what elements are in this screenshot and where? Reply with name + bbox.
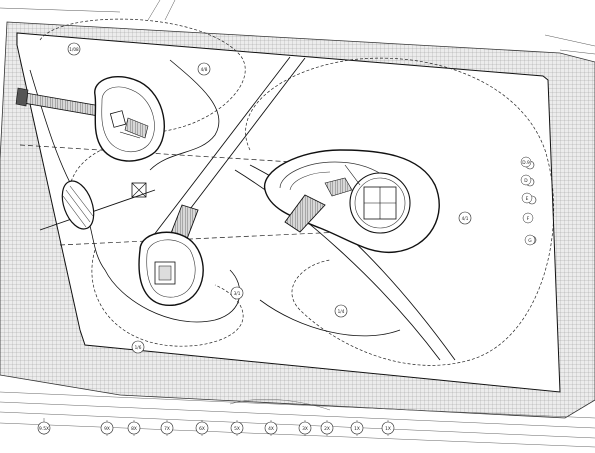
tag-lower-right: 1/4 <box>334 304 348 318</box>
grid-marker: 7X <box>160 420 174 436</box>
lawn-outline <box>29 59 401 337</box>
svg-text:9X: 9X <box>104 426 110 432</box>
svg-text:5X: 5X <box>234 426 240 432</box>
grid-marker: 5X <box>230 420 244 436</box>
grid-marker: 3X <box>298 420 312 436</box>
grid-marker: 1X <box>350 420 364 436</box>
grid-marker: 9.5X <box>37 418 51 435</box>
pavilion-upper-left <box>94 76 165 162</box>
column-marker: D.9 <box>520 156 532 168</box>
svg-text:7X: 7X <box>164 426 170 432</box>
grid-markers: 9.5X 9X 8X 7X 6X 5X 4X 3X 2X 1X 1X <box>37 418 395 436</box>
svg-text:4X: 4X <box>268 426 274 432</box>
street-edge-lines <box>0 0 595 55</box>
tag-lower-mid: 3/1 <box>230 286 244 300</box>
site-tags: 1/08 4/8 4/1 3/1 1/4 1/6 <box>67 42 472 354</box>
svg-text:1/4: 1/4 <box>338 309 345 314</box>
pavilion-right <box>264 149 440 254</box>
tag-upper-left: 1/08 <box>67 42 81 56</box>
grid-marker: 9X <box>100 420 114 436</box>
column-marker: E <box>521 192 533 204</box>
svg-text:2X: 2X <box>324 426 330 432</box>
svg-text:8X: 8X <box>131 426 137 432</box>
column-marker: F <box>522 212 534 224</box>
column-marker: D <box>520 174 532 186</box>
svg-text:3X: 3X <box>302 426 308 432</box>
svg-text:6X: 6X <box>199 426 205 432</box>
svg-text:1X: 1X <box>385 426 391 432</box>
tag-upper-mid: 4/8 <box>197 62 211 76</box>
bottom-street <box>0 391 595 448</box>
svg-text:D.9: D.9 <box>522 160 530 166</box>
svg-text:4/1: 4/1 <box>462 216 469 221</box>
tag-lower-left: 1/6 <box>131 340 145 354</box>
square-marker <box>131 182 147 198</box>
svg-text:1X: 1X <box>354 426 360 432</box>
svg-text:E: E <box>526 196 529 202</box>
grid-marker: 2X <box>320 420 334 436</box>
grid-marker: 4X <box>264 420 278 436</box>
svg-text:D: D <box>524 178 528 184</box>
left-edge-feature <box>61 180 95 230</box>
grid-marker: 1X <box>381 420 395 436</box>
grid-marker: 6X <box>195 420 209 436</box>
pavilion-lower-left <box>138 231 204 306</box>
grid-marker: 8X <box>127 420 141 436</box>
tag-right: 4/1 <box>458 211 472 225</box>
column-marker: G <box>524 234 536 246</box>
svg-text:G: G <box>528 238 532 244</box>
svg-text:1/08: 1/08 <box>69 47 79 52</box>
svg-text:F: F <box>527 216 530 222</box>
stair-upper-left <box>15 87 113 119</box>
column-markers: D.9 D E F G <box>520 156 536 246</box>
svg-text:1/6: 1/6 <box>135 345 142 350</box>
svg-text:3/1: 3/1 <box>234 291 241 296</box>
svg-text:9.5X: 9.5X <box>39 426 49 432</box>
svg-text:4/8: 4/8 <box>201 67 208 72</box>
